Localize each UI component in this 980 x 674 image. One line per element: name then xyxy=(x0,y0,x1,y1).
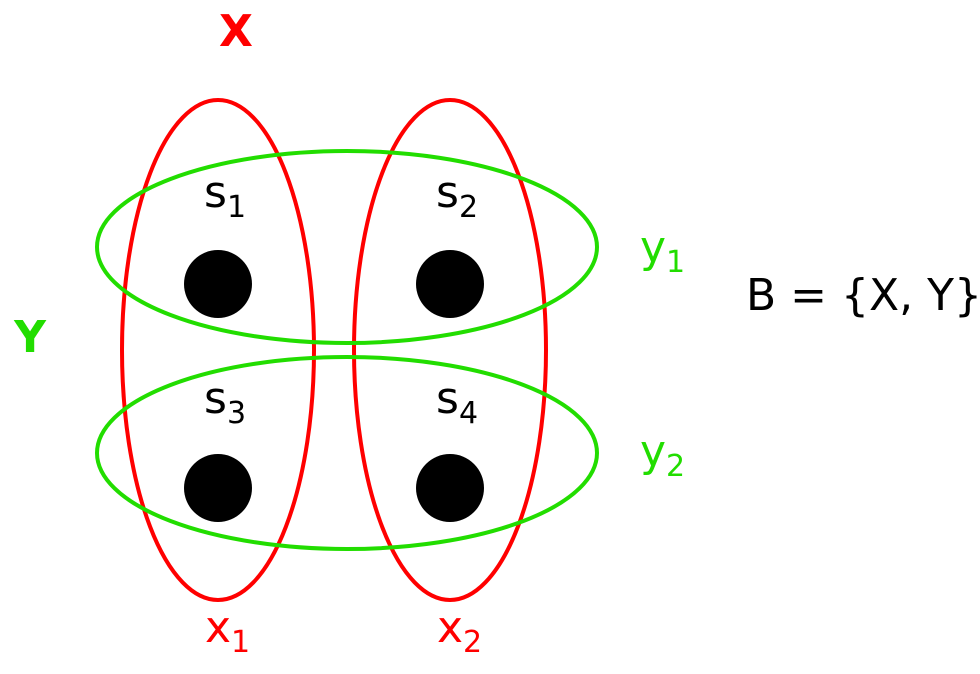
partition-y1-ellipse xyxy=(95,149,599,345)
state-s4-dot xyxy=(416,454,484,522)
partition-x-label: X xyxy=(219,6,253,57)
partition-x2-ellipse xyxy=(352,98,548,602)
cell-y2-label: y2 xyxy=(640,426,685,484)
partition-x1-ellipse xyxy=(120,98,316,602)
cell-x2-label: x2 xyxy=(437,602,482,660)
state-s1-label: s1 xyxy=(204,167,246,225)
cell-y1-label: y1 xyxy=(640,222,685,280)
state-s3-label: s3 xyxy=(204,373,246,431)
state-s2-dot xyxy=(416,250,484,318)
partition-y-label: Y xyxy=(13,312,47,363)
state-s2-label: s2 xyxy=(436,167,478,225)
state-s4-label: s4 xyxy=(436,373,478,431)
state-s1-dot xyxy=(184,250,252,318)
cell-x1-label: x1 xyxy=(205,602,250,660)
partition-y2-ellipse xyxy=(95,355,599,551)
basis-equation: B = {X, Y} xyxy=(746,270,980,321)
state-s3-dot xyxy=(184,454,252,522)
